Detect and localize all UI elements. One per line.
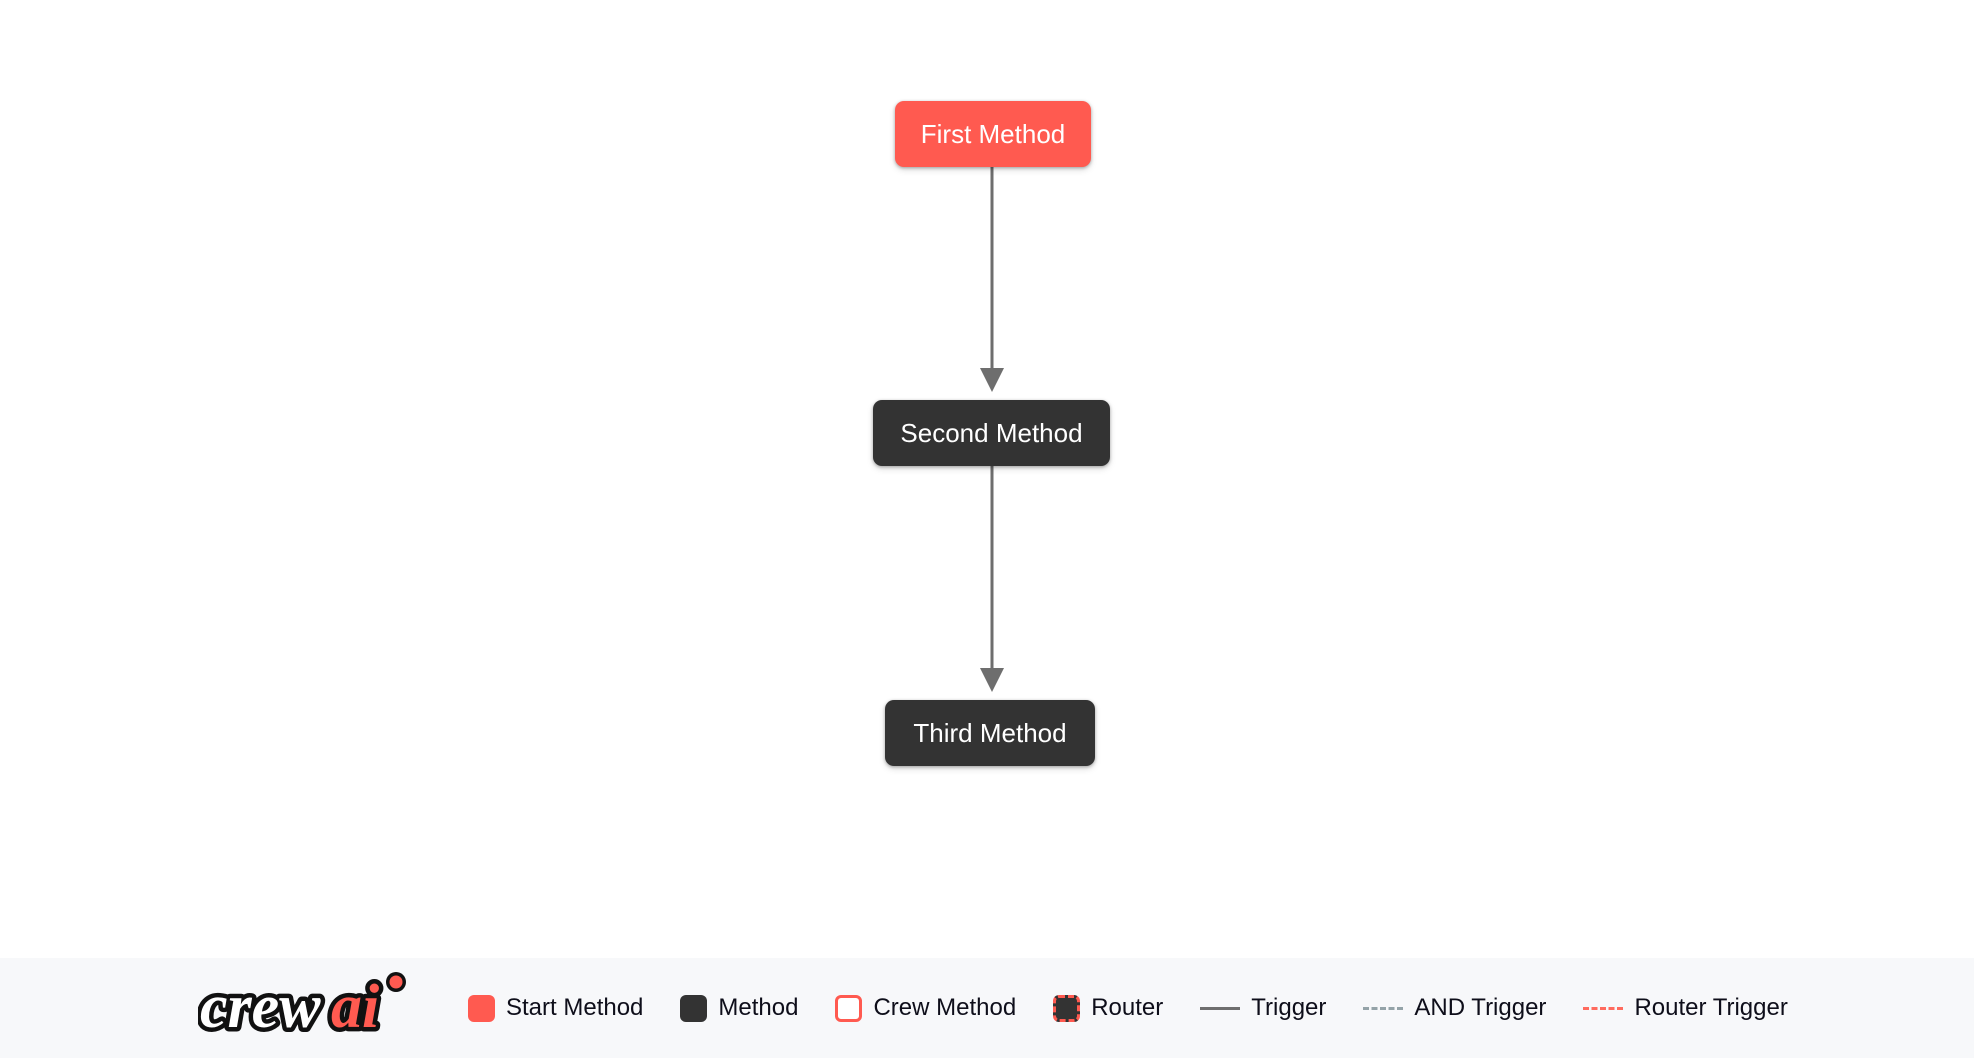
legend-item-router: Router xyxy=(1053,994,1164,1022)
legend-label: Start Method xyxy=(506,994,644,1021)
legend-swatch-method-icon xyxy=(680,994,708,1022)
flow-canvas[interactable]: First Method Second Method Third Method xyxy=(0,0,1974,958)
flow-node-label: First Method xyxy=(920,119,1066,149)
legend-swatch-crew-method-icon xyxy=(835,994,863,1022)
legend-footer: crew crew ai ai Start Method Method Crew… xyxy=(0,958,1974,1058)
legend-swatch-router-icon xyxy=(1053,994,1081,1022)
legend-swatch-start-method-icon xyxy=(468,994,495,1022)
crewai-logo: crew crew ai ai xyxy=(198,969,406,1046)
legend-item-and-trigger: AND Trigger xyxy=(1363,996,1546,1020)
svg-text:ai: ai xyxy=(331,973,379,1041)
svg-text:crew: crew xyxy=(200,973,321,1041)
legend-label: Trigger xyxy=(1251,994,1327,1021)
legend-item-router-trigger: Router Trigger xyxy=(1583,994,1788,1021)
flow-node-third-method[interactable]: Third Method xyxy=(885,700,1095,766)
legend-label: Router Trigger xyxy=(1634,994,1788,1021)
flow-node-label: Third Method xyxy=(913,718,1067,748)
flow-node-label: Second Method xyxy=(900,418,1083,448)
svg-text:crew: crew xyxy=(200,973,321,1041)
legend-label: Method xyxy=(718,994,799,1021)
legend-label: AND Trigger xyxy=(1414,994,1547,1021)
legend-item-method: Method xyxy=(680,994,799,1022)
legend-item-start-method: Start Method xyxy=(468,994,644,1022)
legend-line-router-trigger-icon xyxy=(1583,1006,1624,1010)
legend-line-and-trigger-icon xyxy=(1363,1006,1404,1010)
flow-node-second-method[interactable]: Second Method xyxy=(873,400,1110,466)
legend-items: Start Method Method Crew Method Router T… xyxy=(468,994,1788,1022)
flow-node-first-method[interactable]: First Method xyxy=(895,101,1091,167)
legend-label: Crew Method xyxy=(873,994,1017,1021)
legend-line-trigger-icon xyxy=(1200,1006,1241,1010)
legend-item-trigger: Trigger xyxy=(1200,996,1326,1020)
svg-text:ai: ai xyxy=(331,973,379,1041)
legend-item-crew-method: Crew Method xyxy=(835,994,1017,1022)
legend-label: Router xyxy=(1091,994,1164,1021)
